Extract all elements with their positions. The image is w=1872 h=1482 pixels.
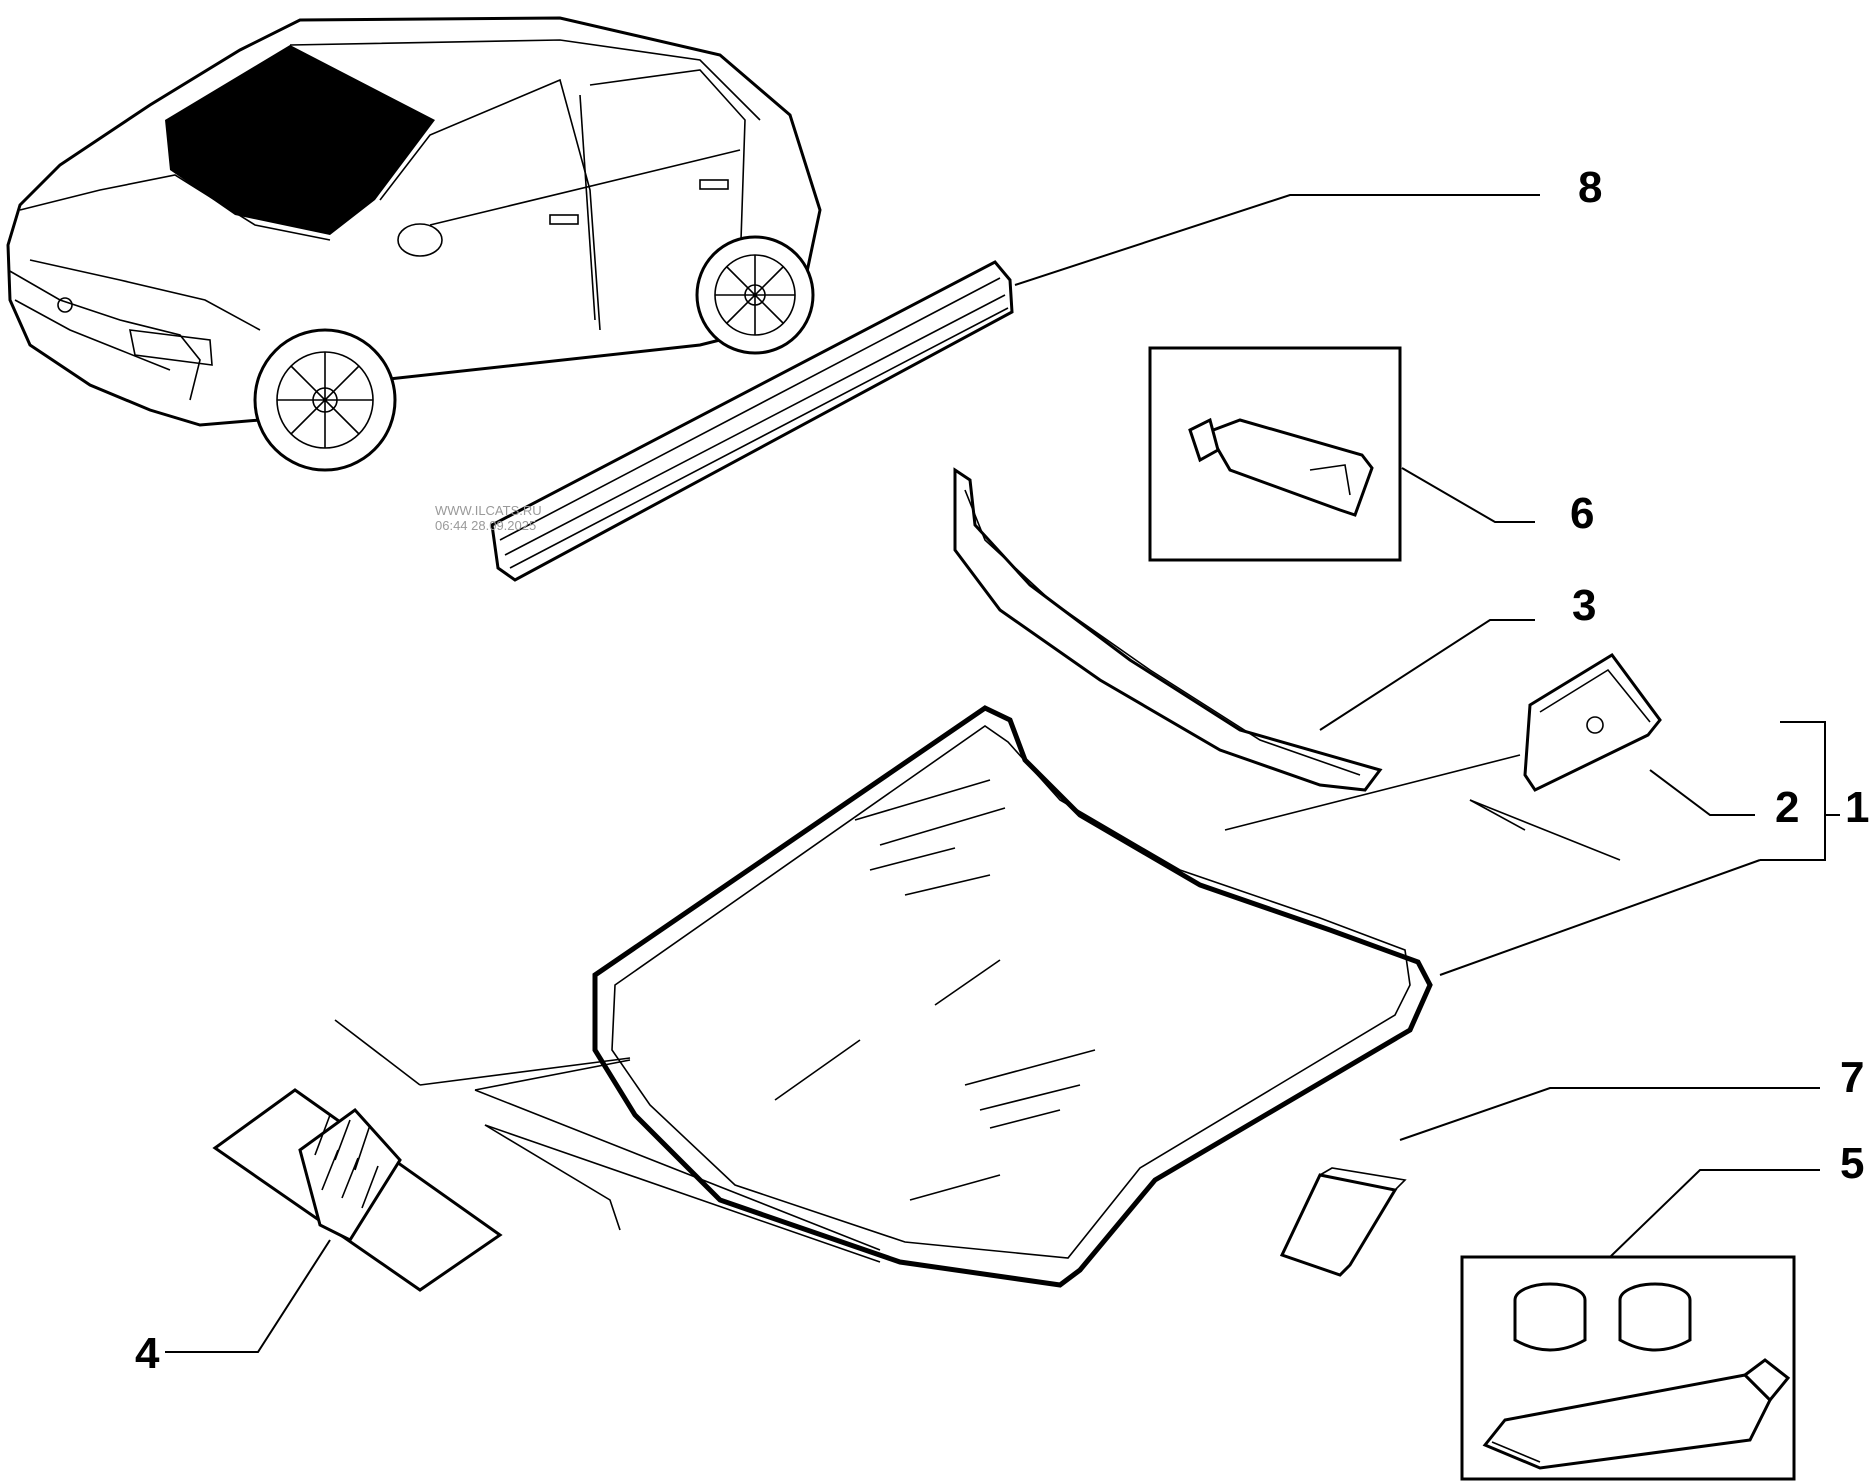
callout-5: 5 — [1840, 1139, 1864, 1188]
callout-4: 4 — [135, 1329, 160, 1378]
callout-2: 2 — [1775, 783, 1799, 832]
callout-8: 8 — [1578, 163, 1602, 212]
part-4-applicator — [212, 1088, 503, 1292]
watermark-timestamp: 06:44 28.09.2025 — [435, 518, 536, 533]
callout-labels: 8 6 3 2 1 7 5 4 — [135, 163, 1869, 1378]
callout-7: 7 — [1840, 1053, 1864, 1102]
watermark-site: WWW.ILCATS.RU — [435, 503, 542, 518]
callout-3: 3 — [1572, 581, 1596, 630]
watermark: WWW.ILCATS.RU 06:44 28.09.2025 — [435, 503, 542, 533]
car-overview-illustration — [6, 16, 822, 472]
part-6-adhesive-tube-box — [1148, 346, 1402, 562]
part-3-upper-trim — [953, 467, 1383, 792]
part-1-windshield — [334, 705, 1621, 1288]
part-2-sensor-pad — [1523, 653, 1662, 792]
callout-1: 1 — [1845, 783, 1869, 832]
part-7-sponge — [1279, 1167, 1407, 1277]
part-8-seal-strip — [490, 260, 1014, 582]
part-5-cleaning-kit-box — [1460, 1255, 1796, 1481]
leader-lines — [165, 194, 1840, 1353]
callout-6: 6 — [1570, 489, 1594, 538]
